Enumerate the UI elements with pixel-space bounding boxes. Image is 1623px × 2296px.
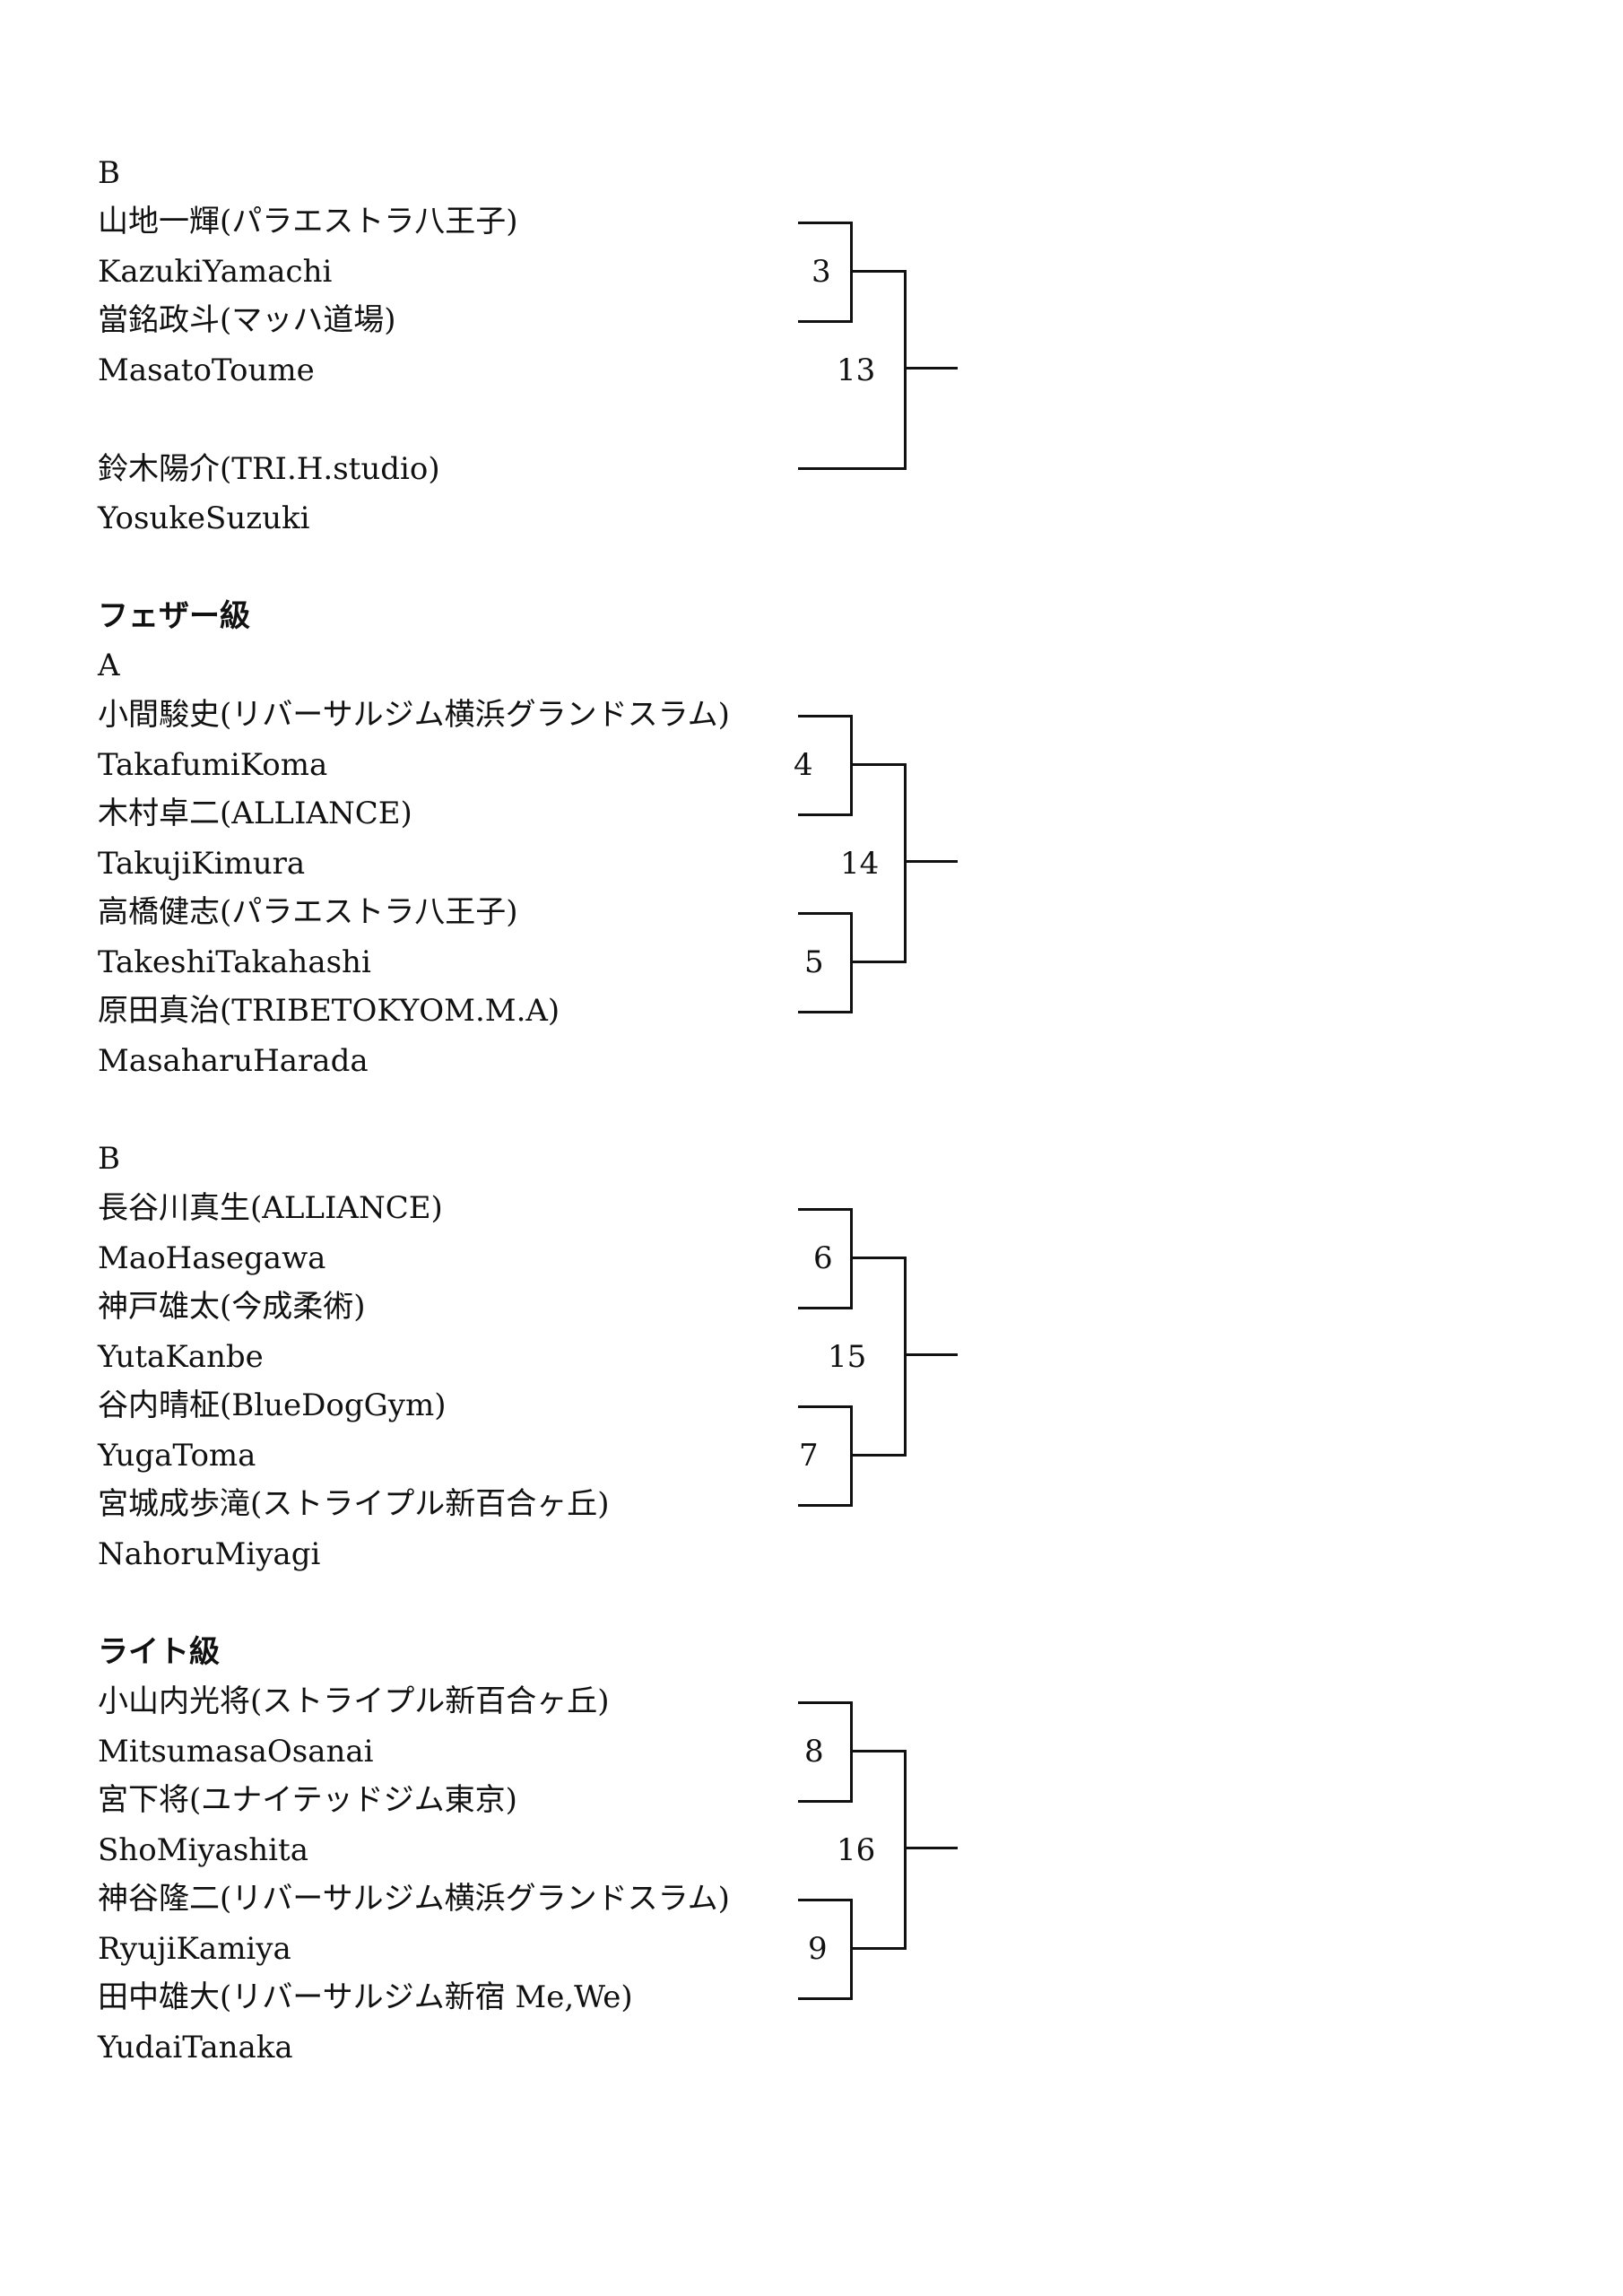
fighter-name-jp: 鈴木陽介(TRI.H.studio)	[98, 451, 440, 487]
bracket-line	[798, 1701, 852, 1704]
fighter-name-jp: 原田真治(TRIBETOKYOM.M.A)	[98, 993, 560, 1029]
bracket-line	[904, 1257, 907, 1457]
fighter-name-jp: 小間駿史(リバーサルジム横浜グランドスラム)	[98, 697, 730, 733]
match-number: 4	[794, 747, 813, 783]
bracket-line	[798, 813, 852, 816]
pool-label: B	[98, 155, 120, 191]
fighter-name-jp: 山地一輝(パラエストラ八王子)	[98, 204, 518, 239]
fighter-name-en: MasatoToume	[98, 352, 315, 388]
bracket-line	[904, 1847, 958, 1849]
bracket-line	[798, 1307, 852, 1309]
fighter-name-en: TakujiKimura	[98, 846, 306, 882]
fighter-name-en: KazukiYamachi	[98, 254, 333, 290]
match-number: 15	[828, 1339, 867, 1375]
bracket-line	[904, 1353, 958, 1356]
weight-class-heading: ライト級	[98, 1634, 220, 1670]
bracket-line	[798, 1011, 852, 1013]
fighter-name-en: MasaharuHarada	[98, 1043, 369, 1079]
bracket-line	[850, 1454, 906, 1457]
match-number: 5	[804, 944, 824, 980]
bracket-line	[798, 1997, 852, 2000]
bracket-line	[798, 1800, 852, 1803]
match-number: 14	[840, 846, 880, 882]
fighter-name-en: ShoMiyashita	[98, 1832, 308, 1868]
fighter-name-jp: 宮城成歩滝(ストライプル新百合ヶ丘)	[98, 1486, 610, 1522]
fighter-name-jp: 長谷川真生(ALLIANCE)	[98, 1190, 443, 1226]
bracket-line	[798, 222, 852, 224]
bracket-line	[850, 1750, 906, 1752]
bracket-line	[904, 860, 958, 863]
bracket-line	[904, 270, 907, 470]
bracket-line	[798, 715, 852, 718]
match-number: 13	[837, 352, 876, 388]
fighter-name-en: MitsumasaOsanai	[98, 1734, 374, 1770]
bracket-line	[798, 467, 906, 470]
fighter-name-en: YudaiTanaka	[98, 2030, 293, 2066]
fighter-name-jp: 神戸雄太(今成柔術)	[98, 1289, 366, 1325]
bracket-line	[850, 1257, 906, 1259]
bracket-line	[798, 1405, 852, 1408]
weight-class-heading: フェザー級	[98, 598, 250, 634]
match-number: 6	[813, 1240, 833, 1276]
match-number: 8	[804, 1734, 824, 1770]
bracket-line	[850, 270, 906, 273]
fighter-name-en: RyujiKamiya	[98, 1931, 291, 1967]
fighter-name-en: NahoruMiyagi	[98, 1536, 321, 1572]
match-number: 3	[812, 254, 831, 290]
match-number: 16	[837, 1832, 876, 1868]
bracket-line	[798, 1504, 852, 1507]
bracket-line	[798, 1208, 852, 1211]
fighter-name-en: YutaKanbe	[98, 1339, 264, 1375]
bracket-line	[850, 763, 906, 766]
bracket-line	[904, 763, 907, 963]
fighter-name-jp: 神谷隆二(リバーサルジム横浜グランドスラム)	[98, 1881, 730, 1917]
fighter-name-jp: 宮下将(ユナイテッドジム東京)	[98, 1782, 517, 1818]
fighter-name-jp: 高橋健志(パラエストラ八王子)	[98, 894, 518, 930]
match-number: 9	[808, 1931, 828, 1967]
match-number: 7	[799, 1438, 819, 1474]
fighter-name-en: TakeshiTakahashi	[98, 944, 371, 980]
fighter-name-jp: 田中雄大(リバーサルジム新宿 Me,We)	[98, 1979, 633, 2015]
bracket-line	[904, 1750, 907, 1950]
fighter-name-en: MaoHasegawa	[98, 1240, 326, 1276]
pool-label: B	[98, 1141, 120, 1177]
fighter-name-en: YugaToma	[98, 1438, 256, 1474]
fighter-name-jp: 當銘政斗(マッハ道場)	[98, 302, 396, 338]
bracket-line	[798, 912, 852, 915]
pool-label: A	[98, 648, 120, 683]
bracket-line	[850, 961, 906, 963]
bracket-line	[904, 367, 958, 370]
fighter-name-en: YosukeSuzuki	[98, 500, 310, 536]
bracket-line	[798, 320, 852, 323]
fighter-name-jp: 谷内晴柾(BlueDogGym)	[98, 1387, 447, 1423]
bracket-line	[850, 1947, 906, 1950]
fighter-name-jp: 小山内光将(ストライプル新百合ヶ丘)	[98, 1683, 610, 1719]
bracket-line	[798, 1899, 852, 1901]
fighter-name-jp: 木村卓二(ALLIANCE)	[98, 796, 412, 831]
fighter-name-en: TakafumiKoma	[98, 747, 328, 783]
